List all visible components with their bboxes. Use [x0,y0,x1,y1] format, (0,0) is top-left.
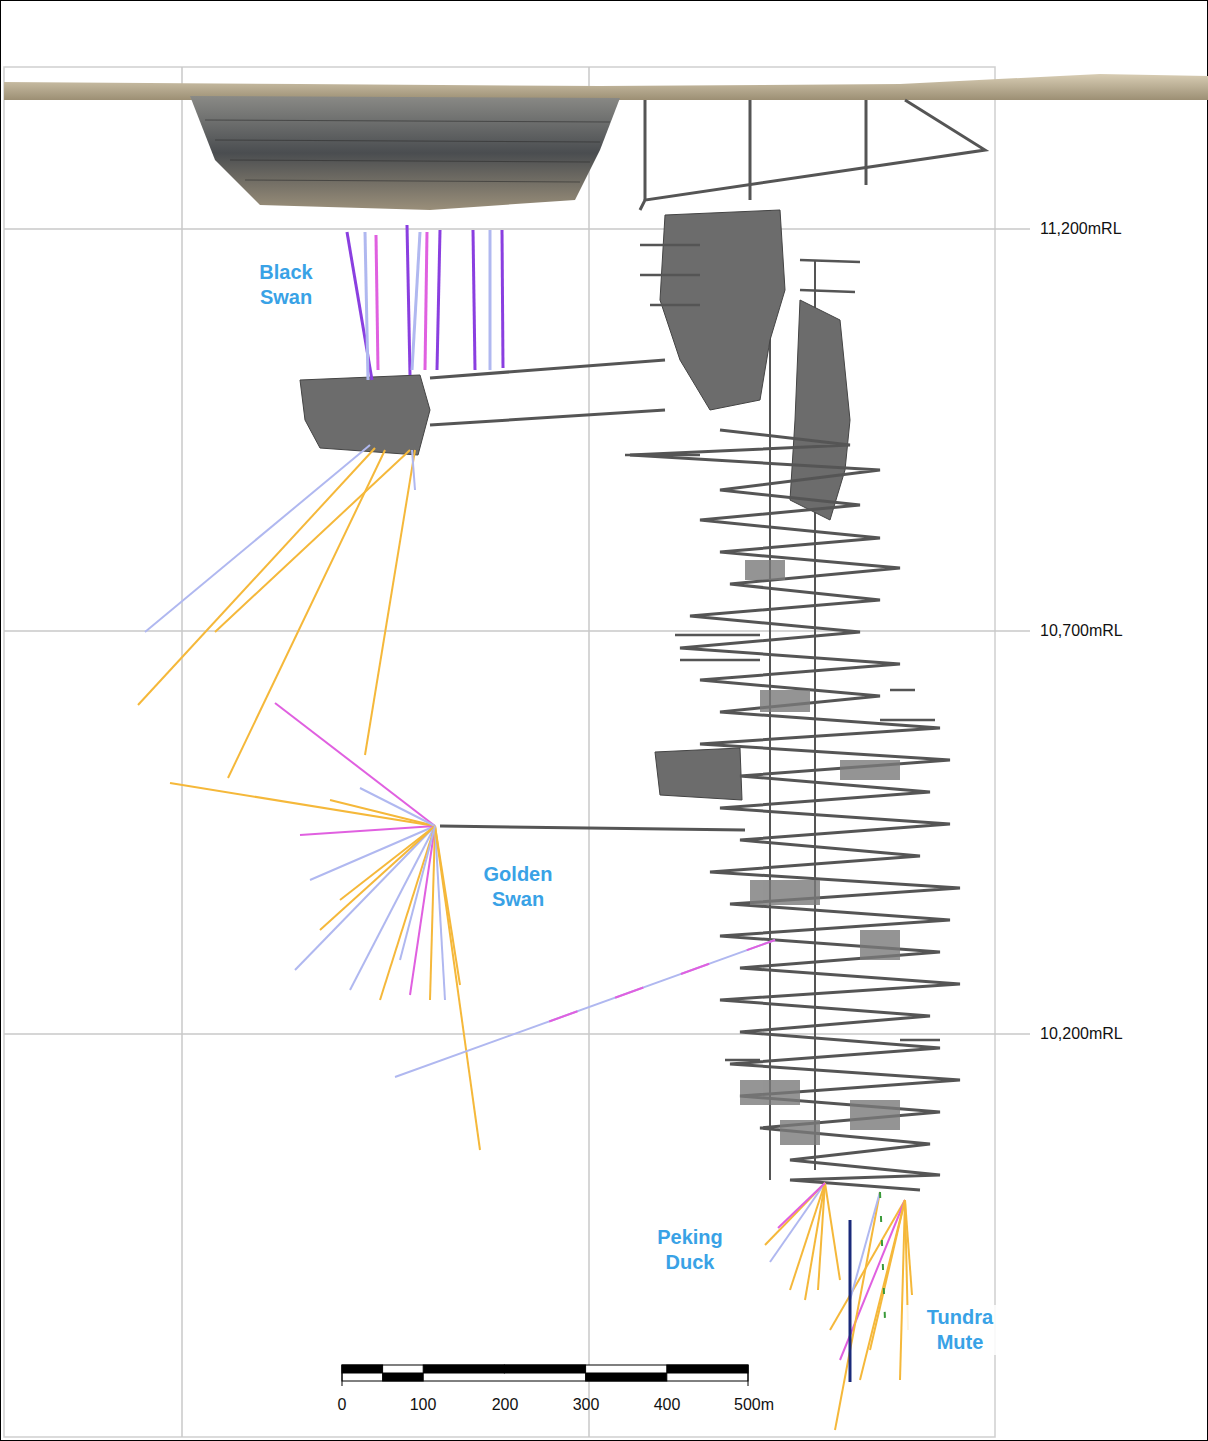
scale-number: 500m [734,1395,774,1415]
rl-label: 10,700mRL [1040,621,1123,641]
scale-number: 400 [654,1395,681,1415]
scale-number: 200 [492,1395,519,1415]
zone-label: Peking Duck [633,1225,747,1275]
scale-number: 300 [573,1395,600,1415]
zone-label: Tundra Mute [903,1305,1017,1355]
scale-number: 0 [338,1395,347,1415]
zone-label: Black Swan [229,260,343,310]
rl-label: 11,200mRL [1040,219,1122,239]
zone-label: Golden Swan [461,862,575,912]
rl-label: 10,200mRL [1040,1024,1123,1044]
scale-number: 100 [410,1395,437,1415]
